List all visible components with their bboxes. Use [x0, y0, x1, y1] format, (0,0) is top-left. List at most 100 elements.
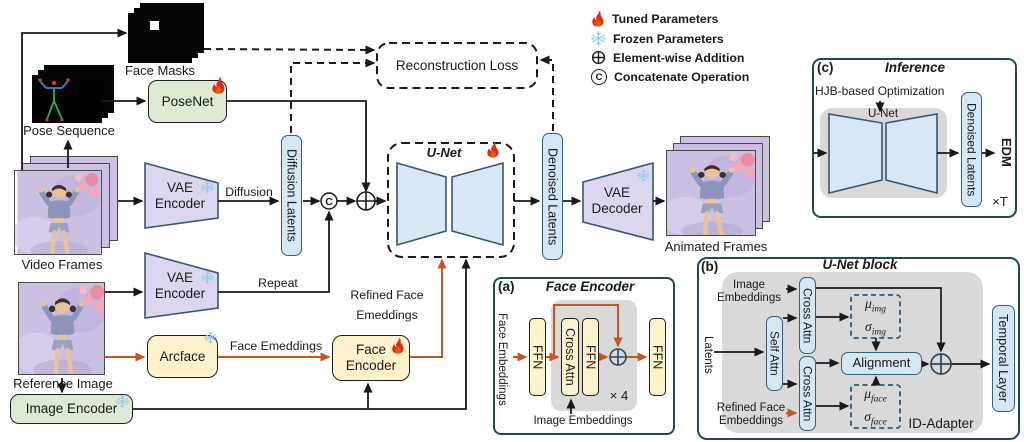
animated-frame-thumbnail: [666, 150, 756, 236]
repeat-arrow-label: Repeat: [258, 276, 298, 290]
panel-a-tag: (a): [498, 279, 515, 294]
snowflake-icon: [116, 395, 129, 408]
hjb-optimization-label: HJB-based Optimization: [815, 84, 945, 98]
panel-c-tag: (c): [817, 60, 834, 75]
sigma-face: σface: [864, 409, 887, 428]
vae-encoder-text: VAE Encoder: [154, 270, 206, 301]
denoised-latents-label: Denoised Latents: [545, 147, 560, 246]
orange-connectors: [105, 258, 798, 418]
video-frames-stack: [14, 156, 120, 256]
panel-a-ffn2-box: FFN: [582, 318, 599, 396]
plus-circle-icon: [591, 50, 606, 65]
image-encoder-label: Image Encoder: [25, 401, 118, 417]
encoder-decoder-trapezoids: [144, 113, 938, 319]
video-frames-label: Video Frames: [21, 257, 103, 272]
dashed-containers: [376, 42, 538, 258]
cross-attn-label: Cross Attn: [800, 287, 815, 344]
panel-c-denoised-latents-box: Denoised Latents: [961, 92, 982, 207]
panel-c-inference: [812, 58, 1017, 218]
vae-decoder-label: VAE Decoder: [585, 181, 649, 221]
mu-face: μface: [864, 385, 887, 405]
legend-row-concat: C Concatenate Operation: [591, 69, 749, 85]
ffn-label: FFN: [650, 344, 665, 370]
vae-encoder-2-label: VAE Encoder: [147, 266, 213, 306]
face-mask-thumbnail: [128, 13, 192, 63]
sum-node-panel-b: [930, 353, 952, 375]
dashed-connectors: [203, 45, 554, 133]
panel-a-cross-attn-box: Cross Attn: [561, 318, 579, 396]
ffn-label: FFN: [583, 344, 598, 370]
black-connectors: [21, 28, 666, 410]
alignment-label: Alignment: [852, 355, 911, 371]
temporal-layer-label: Temporal Layer: [996, 314, 1011, 403]
iteration-count-label: ×T: [992, 194, 1008, 209]
self-attn-label: Self Attn: [767, 331, 782, 376]
denoised-latents-box: Denoised Latents: [542, 133, 563, 260]
ffn-label: FFN: [530, 344, 545, 370]
svg-text:C: C: [325, 196, 333, 208]
legend-label: Concatenate Operation: [614, 70, 750, 84]
panel-b-tag: (b): [701, 259, 719, 274]
face-masks-stack: [128, 3, 204, 63]
pose-sequence-stack: [32, 65, 118, 123]
legend-label: Frozen Parameters: [613, 31, 724, 46]
panel-a-image-embeddings-label: Image Embeddings: [533, 415, 633, 427]
animated-frames-stack: [666, 136, 772, 238]
diffusion-latents-label: Diffusion Latents: [284, 149, 299, 242]
reference-image-thumbnail: [18, 282, 105, 375]
panel-b-connectors: [714, 284, 991, 411]
mu-img: μimg: [864, 295, 887, 315]
flame-icon: [211, 76, 226, 94]
legend-row-addition: Element-wise Addition: [591, 50, 744, 65]
face-encoder-box: Face Encoder: [332, 335, 410, 381]
posenet-label: PoseNet: [161, 93, 214, 109]
concat-node: C: [320, 192, 338, 210]
diffusion-arrow-label: Diffusion: [225, 185, 273, 199]
panel-c-title: Inference: [884, 60, 946, 75]
panel-b-unet-block: [697, 257, 1020, 440]
face-emeddings-label: Face Emeddings: [229, 339, 323, 353]
snowflake-icon: [201, 181, 214, 194]
mask-face-region: [150, 21, 159, 30]
sigma-img: σimg: [865, 319, 886, 338]
legend-row-frozen: Frozen Parameters: [591, 31, 724, 46]
panel-b-refined-face-label: Refined Face Embeddings: [716, 402, 786, 428]
panel-c-connectors: [813, 101, 996, 158]
face-masks-label: Face Masks: [124, 63, 196, 78]
reconstruction-loss-box: Reconstruction Loss: [377, 43, 537, 88]
sum-node-panel-a: [609, 348, 627, 366]
unet-label: U-Net: [426, 145, 462, 160]
panel-a-ffn1-box: FFN: [529, 318, 546, 396]
panel-b-cross-attn-bottom-box: Cross Attn: [799, 356, 816, 431]
legend-label: Tuned Parameters: [612, 11, 719, 26]
legend-row-tuned: Tuned Parameters: [591, 10, 718, 27]
face-stats-box: μface σface: [851, 386, 900, 428]
concat-circle-icon: C: [591, 69, 607, 85]
panel-b-cross-attn-top-box: Cross Attn: [799, 277, 816, 354]
posenet-box: PoseNet: [148, 80, 227, 123]
panel-a-repeat-count: × 4: [609, 388, 629, 403]
panel-b-self-attn-box: Self Attn: [766, 316, 783, 391]
panel-a-face-encoder: [493, 277, 675, 435]
edm-label: EDM: [999, 137, 1014, 167]
id-adapter-label: ID-Adapter: [908, 416, 974, 431]
snowflake-icon: [591, 31, 606, 46]
panel-b-title: U-Net block: [822, 257, 898, 272]
cross-attn-label: Cross Attn: [563, 328, 577, 386]
panel-a-title: Face Encoder: [545, 279, 635, 294]
cross-attn-label: Cross Attn: [800, 365, 815, 422]
panel-b-latents-label: Latents: [702, 336, 714, 374]
panel-a-input-label: Face Embeddings: [496, 312, 508, 406]
panel-c-unet-label: U-Net: [867, 108, 899, 120]
vae-decoder-text: VAE Decoder: [591, 185, 643, 216]
refined-face-emeddings-label: Refined Face Emeddings: [350, 288, 424, 322]
denoised-latents-label: Denoised Latents: [964, 102, 979, 197]
panel-b-image-embeddings-label: Image Embeddings: [717, 279, 781, 305]
animated-frames-label: Animated Frames: [664, 239, 768, 254]
reconstruction-loss-label: Reconstruction Loss: [395, 57, 519, 73]
flame-icon: [391, 337, 405, 354]
flame-icon: [591, 10, 605, 27]
arcface-label: Arcface: [159, 348, 206, 364]
snowflake-icon: [204, 331, 217, 344]
